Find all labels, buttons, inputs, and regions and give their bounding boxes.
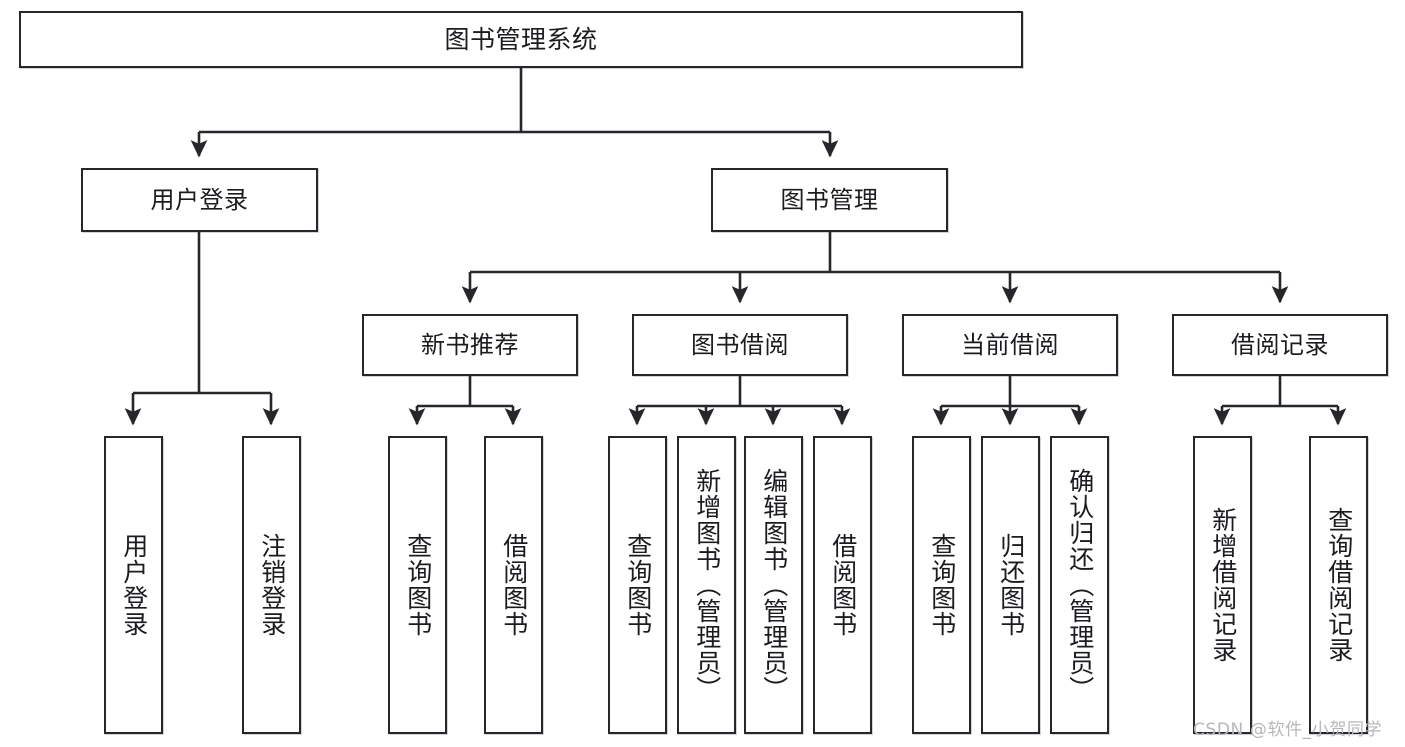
node-label: 查询图书: [927, 533, 957, 637]
node-label: 确认归还（管理员）: [1065, 468, 1095, 702]
node-leaf-add-book[interactable]: 新增图书（管理员）: [677, 436, 736, 734]
node-label: 借阅图书: [499, 533, 529, 637]
node-label: 图书管理: [780, 185, 879, 214]
node-label: 用户登录: [150, 185, 249, 214]
node-user-login[interactable]: 用户登录: [81, 168, 318, 232]
node-label: 图书管理系统: [444, 24, 598, 54]
node-label: 借阅图书: [828, 533, 858, 637]
node-label: 新书推荐: [421, 330, 519, 359]
node-label: 当前借阅: [961, 330, 1059, 359]
node-leaf-borrow-book-2[interactable]: 借阅图书: [813, 436, 872, 734]
node-leaf-edit-book[interactable]: 编辑图书（管理员）: [744, 436, 803, 734]
node-leaf-query-book-2[interactable]: 查询图书: [608, 436, 667, 734]
node-book-borrow[interactable]: 图书借阅: [632, 314, 848, 376]
node-label: 归还图书: [996, 533, 1026, 637]
node-root-system[interactable]: 图书管理系统: [19, 11, 1023, 68]
node-leaf-query-record[interactable]: 查询借阅记录: [1309, 436, 1368, 734]
node-leaf-borrow-book-1[interactable]: 借阅图书: [484, 436, 543, 734]
node-leaf-logout[interactable]: 注销登录: [242, 436, 301, 734]
node-label: 用户登录: [119, 533, 149, 637]
node-label: 图书借阅: [691, 330, 789, 359]
node-label: 新增借阅记录: [1208, 507, 1238, 663]
node-borrow-record[interactable]: 借阅记录: [1172, 314, 1388, 376]
node-leaf-add-record[interactable]: 新增借阅记录: [1193, 436, 1252, 734]
node-leaf-confirm-return[interactable]: 确认归还（管理员）: [1050, 436, 1109, 734]
node-label: 新增图书（管理员）: [692, 468, 722, 702]
node-leaf-query-book-3[interactable]: 查询图书: [912, 436, 971, 734]
node-label: 注销登录: [257, 533, 287, 637]
node-leaf-user-login[interactable]: 用户登录: [104, 436, 163, 734]
node-new-book-recommend[interactable]: 新书推荐: [362, 314, 578, 376]
node-leaf-query-book-1[interactable]: 查询图书: [388, 436, 447, 734]
node-leaf-return-book[interactable]: 归还图书: [981, 436, 1040, 734]
node-label: 编辑图书（管理员）: [759, 468, 789, 702]
watermark-text: CSDN @软件_小贺同学: [1193, 720, 1383, 740]
node-label: 查询借阅记录: [1324, 507, 1354, 663]
node-label: 查询图书: [623, 533, 653, 637]
node-label: 查询图书: [403, 533, 433, 637]
node-label: 借阅记录: [1231, 330, 1329, 359]
node-current-borrow[interactable]: 当前借阅: [902, 314, 1118, 376]
node-book-manage[interactable]: 图书管理: [711, 168, 948, 232]
